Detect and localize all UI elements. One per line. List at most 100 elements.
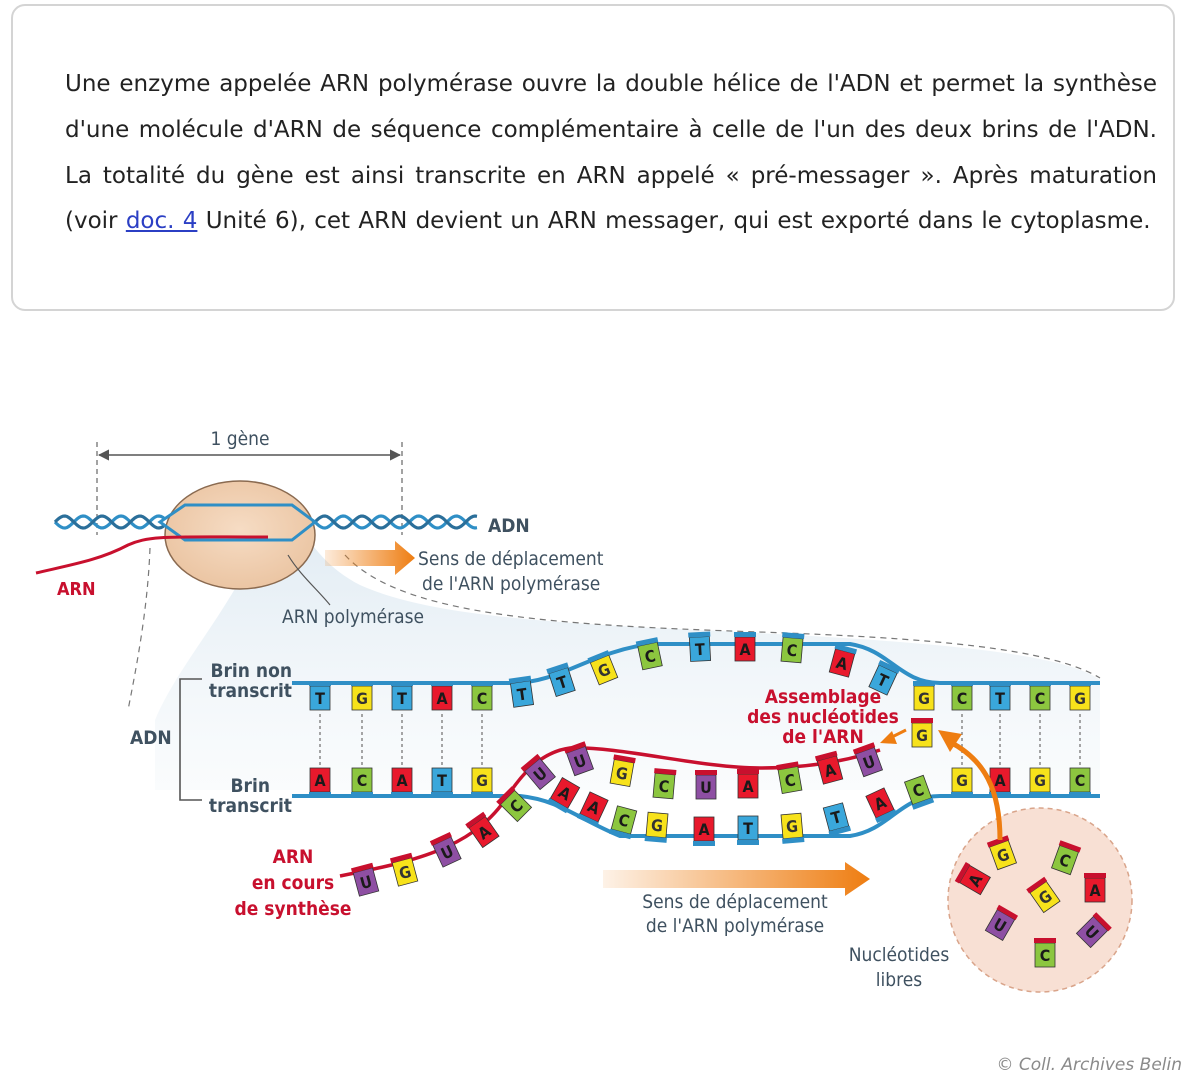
brin-non-transcrit-label-2: transcrit (209, 680, 292, 702)
nucleotide-letter: G (356, 689, 368, 708)
base-pair-dashes (319, 714, 1081, 765)
nucleotide-transcribed: A (693, 816, 715, 846)
polymerase-open-dna (157, 503, 318, 542)
nucleotide-letter: U (358, 872, 374, 893)
nucleotide-non-transcribed: G (351, 681, 373, 711)
nucleotide-non-transcribed: T (508, 675, 535, 708)
brin-transcrit-label-2: transcrit (209, 795, 292, 817)
nucleotide-transcribed: A (865, 787, 898, 824)
incoming-nucleotide: G (911, 718, 933, 748)
nucleotide-letter: A (1089, 881, 1101, 900)
zoom-line-left (127, 547, 151, 711)
assemblage-label-3: de l'ARN (782, 726, 864, 748)
nucleotide-transcribed: A (989, 767, 1011, 797)
nucleotide-letter: G (476, 771, 488, 790)
nucleotide-non-transcribed: T (309, 681, 331, 711)
nucleotide-transcribed: T (822, 802, 852, 837)
nucleotide-non-transcribed: T (391, 681, 413, 711)
dna-helix (53, 514, 478, 530)
nucleotide-letter: C (477, 689, 488, 708)
polymerase-label: ARN polymérase (282, 606, 424, 628)
adn-top-label: ADN (488, 515, 530, 537)
transcription-diagram: 1 gène ADN ARN Sens de déplacement de l'… (35, 428, 1133, 993)
nucleotide-letter: C (957, 689, 968, 708)
nucleotide-letter: U (700, 778, 712, 797)
nucleotide-letter: G (397, 862, 413, 883)
nucleotide-non-transcribed: C (1029, 681, 1051, 711)
nucleotide-rna: C (496, 786, 533, 823)
nucleotide-letter: C (1040, 946, 1051, 965)
polymerase-leader (287, 554, 331, 606)
nucleotide-transcribed: A (546, 777, 581, 814)
nucleotide-letter: G (1034, 771, 1046, 790)
assemblage-label-2: des nucléotides (747, 706, 899, 728)
nucleotide-transcribed: G (1029, 767, 1051, 797)
doc-4-link[interactable]: doc. 4 (125, 208, 198, 235)
nucleotide-rna: G (389, 852, 419, 887)
brin-transcrit-label-1: Brin (231, 775, 270, 797)
direction-arrow-top (325, 541, 415, 575)
nucleotide-letter: A (698, 820, 710, 839)
direction-label-top-2: de l'ARN polymérase (422, 573, 600, 595)
direction-label-top-1: Sens de déplacement (418, 548, 604, 570)
nucleotide-letter: C (1075, 771, 1086, 790)
top-rna-strand (35, 535, 269, 575)
nucleotide-non-transcribed: T (868, 659, 901, 696)
nucleotide-letter: G (614, 763, 629, 784)
nucleotide-rna: A (465, 811, 500, 849)
nucleotide-letter: C (1035, 689, 1046, 708)
nucleotide-letter: T (743, 819, 753, 838)
explanation-text: Une enzyme appelée ARN polymérase ouvre … (65, 62, 1157, 245)
nucleotide-letter: C (783, 770, 797, 791)
nucleotide-rna: C (776, 761, 803, 795)
nucleotide-free: C (1050, 840, 1082, 876)
nucleotide-letter: T (516, 684, 529, 704)
nucleotide-letter: C (616, 810, 631, 831)
zoom-shading (155, 525, 1100, 790)
nucleotide-rna: A (737, 769, 759, 799)
assemblage-arrow-head (880, 731, 897, 744)
nucleotide-transcribed: A (309, 767, 331, 797)
direction-label-bottom-2: de l'ARN polymérase (646, 915, 824, 937)
arn-top-label: ARN (57, 579, 96, 600)
nucleotide-letter: T (397, 689, 407, 708)
nucleotide-non-transcribed: C (471, 681, 493, 711)
pool-arrow-head (938, 730, 962, 752)
nucleotide-letter: A (742, 777, 754, 796)
nucleotide-letter: A (396, 771, 408, 790)
nucleotide-free: U (984, 904, 1019, 941)
nucleotide-free: U (1075, 912, 1112, 949)
explanation-text-start: Une enzyme appelée ARN polymérase ouvre … (65, 71, 1157, 235)
rna-synthesis-label-3: de synthèse (235, 898, 352, 920)
nucleotide-letter: A (994, 771, 1006, 790)
free-nucleotides-label-1: Nucléotides (849, 944, 950, 966)
nucleotide-letter: G (1074, 689, 1086, 708)
zoom-line-right (344, 554, 1101, 679)
image-credit: © Coll. Archives Belin (996, 1055, 1182, 1075)
nucleotide-letter: C (658, 777, 670, 797)
nucleotide-letter: T (695, 640, 706, 659)
nucleotide-transcribed: G (644, 811, 669, 843)
nucleotide-transcribed: G (471, 767, 493, 797)
nucleotide-letter: G (650, 816, 663, 836)
rna-polymerase-blob (164, 480, 316, 590)
nucleotide-free: G (986, 835, 1018, 871)
nucleotide-non-transcribed: T (989, 681, 1011, 711)
gene-label: 1 gène (210, 428, 269, 450)
nucleotide-free: A (954, 861, 991, 896)
nucleotide-rna: G (609, 754, 636, 788)
nucleotide-non-transcribed: C (635, 637, 663, 671)
nucleotide-letter: A (314, 771, 326, 790)
nucleotide-non-transcribed: A (734, 632, 756, 662)
nucleotide-non-transcribed: T (546, 662, 576, 698)
nucleotide-non-transcribed: G (1069, 681, 1091, 711)
adn-side-label: ADN (130, 727, 172, 749)
explanation-text-end: Unité 6), cet ARN devient un ARN message… (197, 208, 1151, 235)
nucleotide-rna: U (520, 753, 556, 791)
nucleotide-non-transcribed: T (688, 631, 712, 662)
direction-arrow-bottom (603, 862, 870, 896)
